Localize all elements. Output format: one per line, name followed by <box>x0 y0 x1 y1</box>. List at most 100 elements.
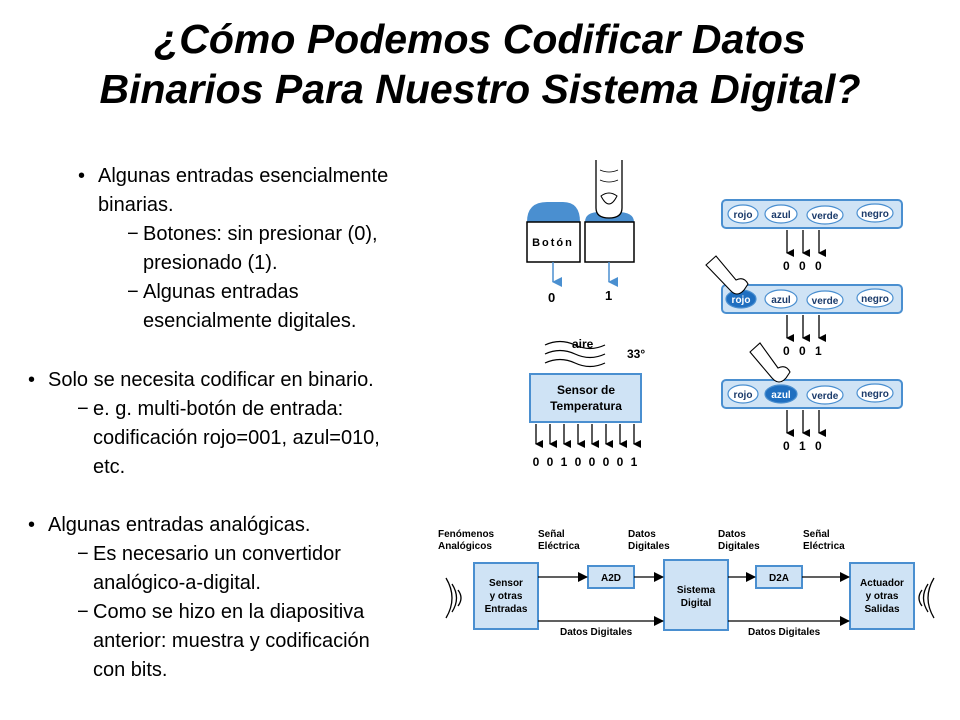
header-datos-out-2: Digitales <box>718 541 760 552</box>
sub-bullet-diapositiva-3: con bits. <box>93 659 168 681</box>
row2-bit-1: 0 <box>783 344 790 358</box>
sensor-bit-4: 0 <box>575 455 582 469</box>
header-fenomenos-1: Fenómenos <box>438 529 495 540</box>
multibutton-row-3: rojo azul verde negro 0 1 0 <box>721 342 903 453</box>
btn-rojo-pressed: rojo <box>732 295 751 306</box>
btn-verde: verde <box>812 296 839 307</box>
a2d-label: A2D <box>601 573 621 584</box>
header-senal-out-1: Señal <box>803 529 830 540</box>
multibutton-row-2: rojo azul verde negro 0 0 1 <box>705 255 903 358</box>
btn-rojo: rojo <box>734 210 753 221</box>
sensor-block-line-3: Entradas <box>485 604 528 615</box>
row1-bit-2: 0 <box>799 259 806 273</box>
sub-bullet-multiboton-3: etc. <box>93 456 126 478</box>
title-line-1: ¿Cómo Podemos Codificar Datos <box>154 16 806 62</box>
bus-left-label: Datos Digitales <box>560 627 633 638</box>
sensor-bit-5: 0 <box>589 455 596 469</box>
sensor-bit-1: 0 <box>533 455 540 469</box>
sub-bullet-diapositiva-2: anterior: muestra y codificación <box>93 630 370 652</box>
header-datos-2: Digitales <box>628 541 670 552</box>
sensor-block-line-1: Sensor <box>489 578 523 589</box>
sensor-label-line-2: Temperatura <box>550 399 622 413</box>
button-figure: Botón 0 1 <box>526 160 635 305</box>
output-wave-icon <box>918 577 935 619</box>
btn-verde: verde <box>812 391 839 402</box>
sub-bullet-convertidor-1: Es necesario un convertidor <box>77 540 341 569</box>
button-cap-unpressed <box>527 202 580 222</box>
multibutton-figure: rojo azul verde negro 0 0 0 rojo azul ve… <box>705 199 903 453</box>
header-fenomenos-2: Analógicos <box>438 541 492 552</box>
system-block-line-1: Sistema <box>677 585 716 596</box>
row2-bit-2: 0 <box>799 344 806 358</box>
sensor-figure: aire 33° Sensor de Temperatura 0 0 1 0 0… <box>529 337 645 469</box>
actuator-block-line-3: Salidas <box>864 604 899 615</box>
sensor-bit-8: 1 <box>631 455 638 469</box>
sensor-bit-3: 1 <box>561 455 568 469</box>
header-senal-1: Señal <box>538 529 565 540</box>
button-body-pressed <box>584 221 635 263</box>
fingernail-icon <box>600 192 618 205</box>
btn-azul: azul <box>771 210 791 221</box>
button-label: Botón <box>532 237 574 249</box>
sensor-bit-6: 0 <box>603 455 610 469</box>
header-datos-out-1: Datos <box>718 529 746 540</box>
bullet-1-line-1: Algunas entradas esencialmente <box>78 162 388 191</box>
air-wave-icon <box>544 340 606 350</box>
finger-icon <box>749 342 791 383</box>
btn-azul-pressed: azul <box>771 390 791 401</box>
system-block-line-2: Digital <box>681 598 712 609</box>
finger-icon <box>705 255 749 295</box>
air-label: aire <box>572 337 594 351</box>
header-senal-2: Eléctrica <box>538 541 580 552</box>
temperature-sensor-box <box>529 373 642 423</box>
row1-bit-3: 0 <box>815 259 822 273</box>
btn-negro: negro <box>861 294 889 305</box>
btn-negro: negro <box>861 209 889 220</box>
actuator-block-line-1: Actuador <box>860 578 904 589</box>
actuator-block <box>849 562 915 630</box>
title-line-2: Binarios Para Nuestro Sistema Digital? <box>99 66 861 112</box>
button-output-0: 0 <box>548 290 555 305</box>
finger-icon <box>595 160 623 219</box>
btn-verde: verde <box>812 211 839 222</box>
sensor-bit-7: 0 <box>617 455 624 469</box>
bullet-2-line-1: Solo se necesita codificar en binario. <box>28 366 374 395</box>
temperature-label: 33° <box>627 347 645 361</box>
sub-bullet-diapositiva-1: Como se hizo en la diapositiva <box>77 598 364 627</box>
row2-bit-3: 1 <box>815 344 822 358</box>
input-wave-icon <box>445 577 462 619</box>
system-block-diagram: Fenómenos Analógicos Señal Eléctrica Dat… <box>438 529 935 638</box>
btn-azul: azul <box>771 295 791 306</box>
sub-bullet-convertidor-2: analógico-a-digital. <box>93 572 261 594</box>
row3-bit-2: 1 <box>799 439 806 453</box>
d2a-label: D2A <box>769 573 789 584</box>
digital-system-block <box>663 559 729 631</box>
row1-bit-1: 0 <box>783 259 790 273</box>
actuator-block-line-2: y otras <box>866 591 899 602</box>
row3-bit-1: 0 <box>783 439 790 453</box>
sub-bullet-multiboton-1: e. g. multi-botón de entrada: <box>77 395 343 424</box>
btn-negro: negro <box>861 389 889 400</box>
btn-rojo: rojo <box>734 390 753 401</box>
bus-right-label: Datos Digitales <box>748 627 821 638</box>
sensor-bit-2: 0 <box>547 455 554 469</box>
sensor-label-line-1: Sensor de <box>557 383 615 397</box>
row3-bit-3: 0 <box>815 439 822 453</box>
sub-bullet-botones-2: presionado (1). <box>143 252 278 274</box>
sub-bullet-multiboton-2: codificación rojo=001, azul=010, <box>93 427 380 449</box>
bullet-3-line-1: Algunas entradas analógicas. <box>28 511 310 540</box>
sensor-block-line-2: y otras <box>490 591 523 602</box>
sub-bullet-digitales-1: Algunas entradas <box>127 278 299 307</box>
button-body-unpressed <box>526 221 581 263</box>
header-senal-out-2: Eléctrica <box>803 541 845 552</box>
sub-bullet-digitales-2: esencialmente digitales. <box>143 310 357 332</box>
sensor-block <box>473 562 539 630</box>
multibutton-row-1: rojo azul verde negro 0 0 0 <box>721 199 903 273</box>
bullet-1-line-2: binarias. <box>98 194 174 216</box>
slide-title: ¿Cómo Podemos Codificar Datos Binarios P… <box>0 14 960 114</box>
sub-bullet-botones-1: Botones: sin presionar (0), <box>127 220 378 249</box>
header-datos-1: Datos <box>628 529 656 540</box>
button-output-1: 1 <box>605 288 612 303</box>
